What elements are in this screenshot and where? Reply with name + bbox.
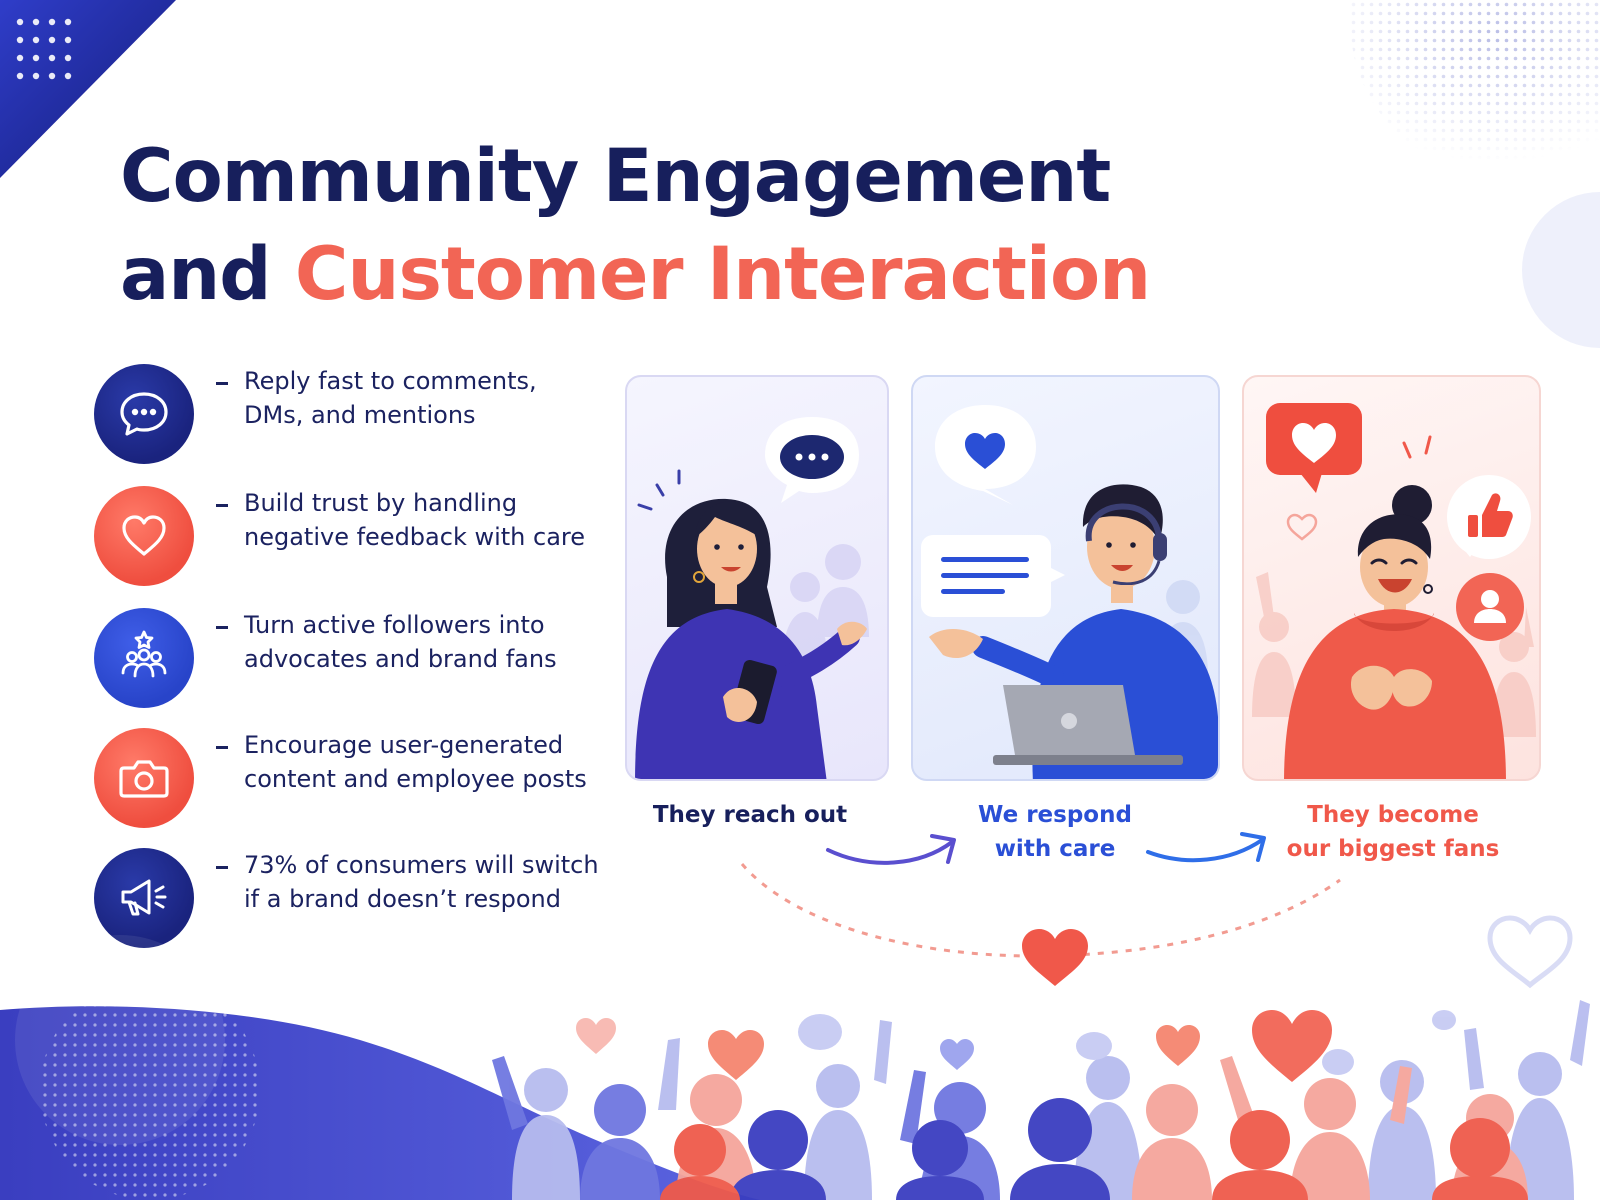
soft-circle-decoration: [1522, 192, 1600, 348]
illustration-panel-respond: [911, 375, 1220, 781]
bullet-item-trust: Build trust by handling negative feedbac…: [94, 486, 614, 596]
bullet-text-line-2: DMs, and mentions: [244, 401, 476, 429]
bullet-item-advocates: Turn active followers into advocates and…: [94, 608, 614, 718]
bullet-dash: [216, 866, 228, 869]
bullet-text-line-2: advocates and brand fans: [244, 645, 557, 673]
bullet-text-line-1: Reply fast to comments,: [244, 367, 537, 395]
title-line-1: Community Engagement: [120, 134, 1111, 219]
heart-outline-icon: [1487, 915, 1573, 989]
heart-icon: [94, 486, 194, 586]
profile-icon: [1456, 573, 1524, 641]
woman-figure: [635, 498, 867, 779]
bullet-text: 73% of consumers will switch if a brand …: [244, 848, 624, 916]
bullet-dash: [216, 382, 228, 385]
bullet-text: Reply fast to comments, DMs, and mention…: [244, 364, 624, 432]
step-caption-respond: We respond with care: [930, 798, 1180, 866]
step-caption-line-1: We respond: [978, 802, 1132, 828]
title-line-2-part-1: and: [120, 232, 271, 317]
bullet-text: Encourage user-generated content and emp…: [244, 728, 624, 796]
bullet-text: Turn active followers into advocates and…: [244, 608, 624, 676]
bullet-text: Build trust by handling negative feedbac…: [244, 486, 624, 554]
bullet-dash: [216, 746, 228, 749]
thumbs-up-icon: [1447, 475, 1531, 559]
illustration-panel-reach-out: [625, 375, 889, 781]
community-star-icon: [94, 608, 194, 708]
step-caption-line-1: They become: [1307, 802, 1479, 828]
corner-decoration: [0, 0, 176, 178]
bullet-text-line-2: content and employee posts: [244, 765, 587, 793]
bullet-text-line-1: Build trust by handling: [244, 489, 518, 517]
arrow-icon: [1146, 832, 1266, 863]
title-line-2-part-2: Customer Interaction: [294, 232, 1151, 317]
heart-icon: [1022, 929, 1088, 986]
bullet-text-line-2: if a brand doesn’t respond: [244, 885, 562, 913]
megaphone-icon: [94, 848, 194, 948]
happy-fan-figure: [1284, 485, 1506, 779]
step-caption-line-2: with care: [994, 836, 1116, 862]
bullet-text-line-1: 73% of consumers will switch: [244, 851, 599, 879]
bullet-text-line-1: Turn active followers into: [244, 611, 545, 639]
arrow-icon: [826, 834, 956, 865]
bullet-dash: [216, 504, 228, 507]
laptop-icon: [993, 685, 1183, 765]
page-title: Community Engagement and Customer Intera…: [120, 128, 1151, 324]
illustration-panel-fans: [1242, 375, 1541, 781]
step-caption-line-1: They reach out: [652, 802, 848, 828]
bullet-item-reply: Reply fast to comments, DMs, and mention…: [94, 364, 614, 474]
bullet-dash: [216, 626, 228, 629]
heart-bubble-icon: [935, 405, 1036, 505]
bullet-text-line-1: Encourage user-generated: [244, 731, 564, 759]
step-caption-fans: They become our biggest fans: [1268, 798, 1518, 866]
step-caption-line-2: our biggest fans: [1286, 836, 1500, 862]
camera-icon: [94, 728, 194, 828]
crowd-illustration: [492, 1000, 1590, 1200]
bullet-text-line-2: negative feedback with care: [244, 523, 586, 551]
chat-bubble-icon: [94, 364, 194, 464]
heart-bubble-icon: [1266, 403, 1362, 493]
chat-bubble-icon: [765, 417, 859, 503]
bullet-item-stat: 73% of consumers will switch if a brand …: [94, 848, 614, 958]
bullet-item-ugc: Encourage user-generated content and emp…: [94, 728, 614, 838]
halftone-decoration: [1350, 0, 1600, 180]
message-bubble-icon: [921, 535, 1065, 617]
step-caption-reach-out: They reach out: [630, 798, 870, 832]
